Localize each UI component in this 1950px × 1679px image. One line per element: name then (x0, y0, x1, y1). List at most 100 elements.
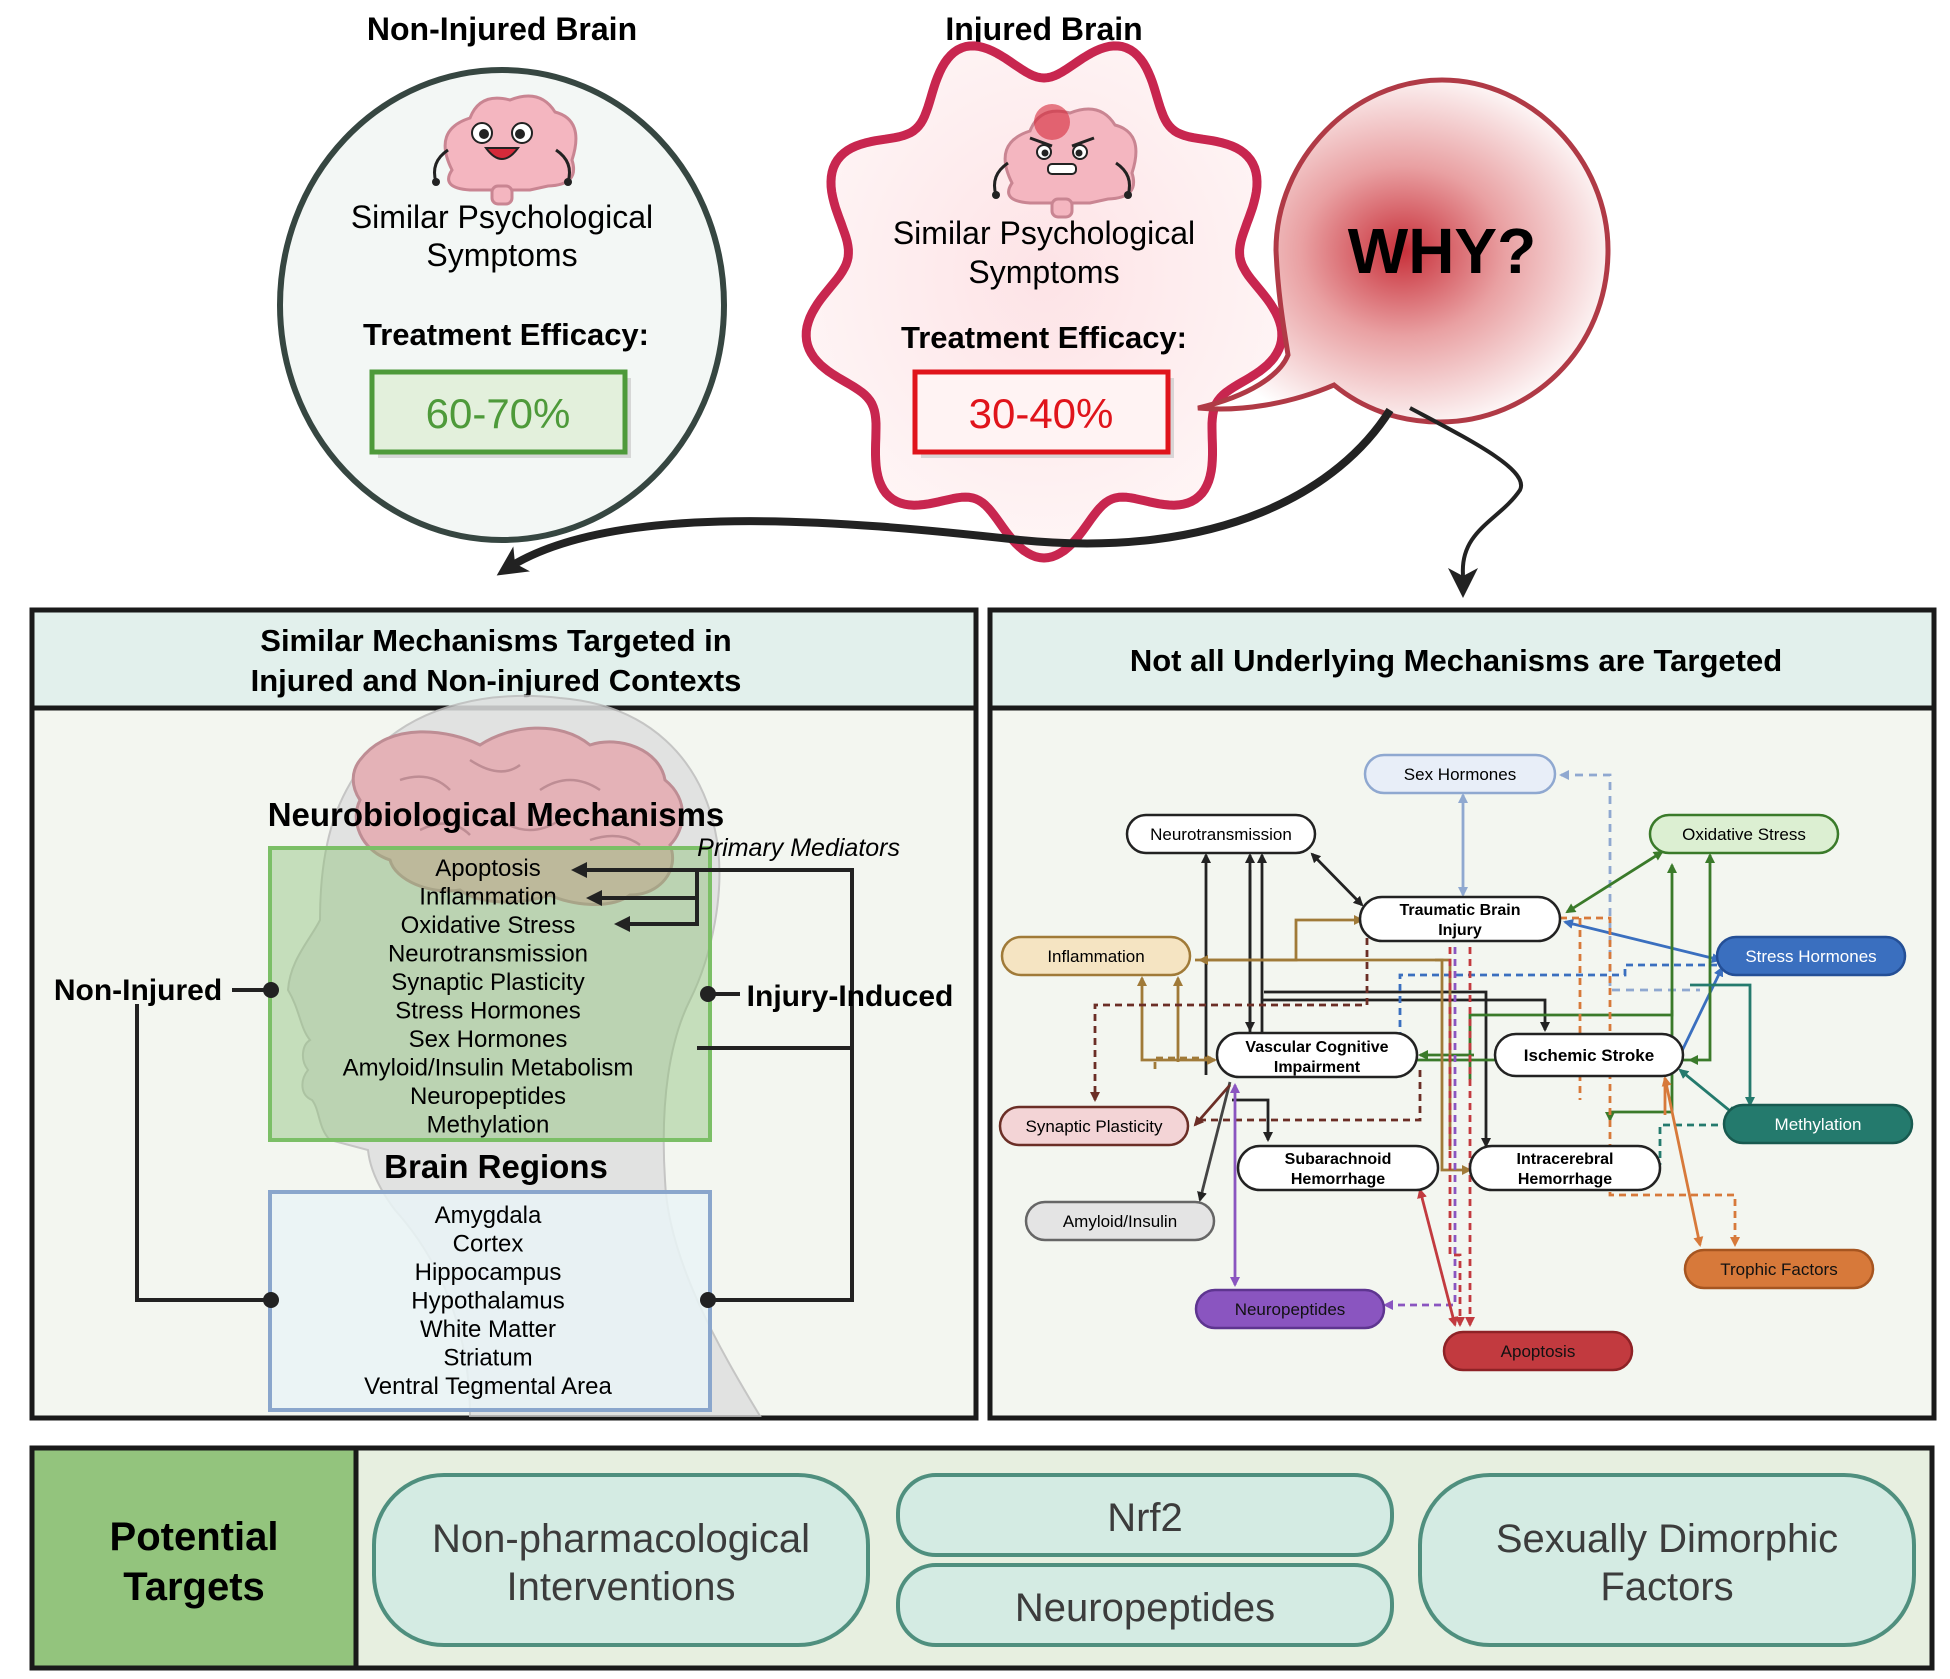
injury-induced-label: Injury-Induced (747, 980, 954, 1013)
arrow-to-similar-mechanisms (496, 407, 1394, 576)
target-nrf2 (896, 1473, 1394, 1557)
primary-mediator-arrows (571, 862, 854, 1050)
node-methylation: Methylation (1722, 1103, 1914, 1145)
why-speech-bubble: WHY? (1197, 77, 1611, 425)
primary-mediators-label: Primary Mediators (697, 834, 900, 862)
node-label: Amyloid/Insulin (1063, 1212, 1177, 1231)
potential-targets-section: Potential Targets Non-pharmacological In… (29, 1445, 1935, 1671)
region-item: White Matter (420, 1316, 556, 1343)
left-header-line1: Similar Mechanisms Targeted in (260, 623, 731, 658)
mechanism-item: Neurotransmission (388, 941, 588, 968)
target-nrf2-label: Nrf2 (1107, 1496, 1183, 1540)
non-injured-section: Non-Injured Brain Similar Psychological … (277, 11, 727, 543)
injured-efficacy-label: Treatment Efficacy: (901, 320, 1187, 355)
injured-symptoms-line2: Symptoms (968, 254, 1119, 290)
node-label: Injury (1438, 922, 1482, 939)
injured-symptoms-line1: Similar Psychological (893, 215, 1195, 251)
injured-efficacy-value: 30-40% (969, 390, 1114, 437)
node-amyloid-insulin: Amyloid/Insulin (1024, 1200, 1216, 1242)
node-label: Sex Hormones (1404, 765, 1516, 784)
node-oxidative-stress: Oxidative Stress (1648, 813, 1840, 855)
region-item: Hippocampus (415, 1259, 562, 1286)
node-label: Hemorrhage (1291, 1171, 1385, 1188)
node-label: Stress Hormones (1745, 947, 1876, 966)
node-sex-hormones: Sex Hormones (1363, 753, 1557, 795)
region-item: Cortex (453, 1231, 524, 1258)
region-item: Striatum (443, 1345, 532, 1372)
target-non-pharmacological-line1: Non-pharmacological (432, 1517, 810, 1561)
node-label: Intracerebral (1517, 1151, 1614, 1168)
mechanism-item: Inflammation (419, 884, 556, 911)
targets-label-line1: Potential (110, 1515, 279, 1559)
targets-label-box (29, 1445, 359, 1671)
regions-title: Brain Regions (384, 1148, 608, 1185)
target-sexually-dimorphic-line1: Sexually Dimorphic (1496, 1517, 1838, 1561)
node-label: Oxidative Stress (1682, 825, 1806, 844)
region-item: Amygdala (435, 1202, 542, 1229)
mechanism-item: Synaptic Plasticity (391, 969, 584, 996)
node-label: Apoptosis (1501, 1342, 1576, 1361)
target-neuropeptides-label: Neuropeptides (1015, 1586, 1275, 1630)
mechanism-item: Neuropeptides (410, 1083, 566, 1110)
node-traumatic-brain-injury: Traumatic Brain Injury (1358, 895, 1562, 943)
injured-title: Injured Brain (945, 11, 1142, 47)
node-synaptic-plasticity: Synaptic Plasticity (998, 1105, 1190, 1147)
node-label: Synaptic Plasticity (1026, 1117, 1163, 1136)
node-ischemic-stroke: Ischemic Stroke (1493, 1032, 1685, 1078)
node-label: Inflammation (1047, 947, 1144, 966)
right-header: Not all Underlying Mechanisms are Target… (1130, 643, 1782, 678)
node-inflammation: Inflammation (1000, 935, 1192, 977)
node-label: Neurotransmission (1150, 825, 1292, 844)
mechanism-item: Methylation (427, 1112, 550, 1139)
node-neuropeptides: Neuropeptides (1194, 1288, 1386, 1330)
non-injured-efficacy-box (369, 369, 628, 455)
why-text: WHY? (1348, 215, 1536, 287)
mechanism-item: Sex Hormones (409, 1026, 568, 1053)
mechanism-item: Stress Hormones (395, 998, 580, 1025)
mechanism-item: Apoptosis (435, 855, 540, 882)
connector-dot (263, 1292, 279, 1308)
network-nodes: Sex Hormones Neurotransmission Oxidative… (998, 753, 1914, 1372)
target-sexually-dimorphic (1418, 1473, 1916, 1647)
node-label: Hemorrhage (1518, 1171, 1612, 1188)
node-label: Ischemic Stroke (1524, 1046, 1654, 1065)
node-stress-hormones: Stress Hormones (1715, 935, 1907, 977)
injured-section: Injured Brain Similar Psychological Symp… (801, 11, 1287, 563)
node-label: Impairment (1274, 1059, 1361, 1076)
node-intracerebral-hemorrhage: Intracerebral Hemorrhage (1468, 1144, 1662, 1192)
left-panel-header (29, 607, 979, 711)
target-non-pharmacological-line2: Interventions (506, 1565, 735, 1609)
non-injured-efficacy-label: Treatment Efficacy: (363, 317, 649, 352)
happy-brain-icon (432, 94, 578, 206)
mechanisms-title: Neurobiological Mechanisms (268, 796, 725, 833)
non-injured-symptoms-line2: Symptoms (426, 237, 577, 273)
non-injured-symptoms-line1: Similar Psychological (351, 199, 653, 235)
regions-box (268, 1190, 712, 1412)
node-label: Vascular Cognitive (1245, 1039, 1388, 1056)
right-panel-header (987, 607, 1937, 711)
connector-dot (700, 1292, 716, 1308)
region-item: Hypothalamus (411, 1288, 564, 1315)
target-neuropeptides (896, 1563, 1394, 1647)
target-sexually-dimorphic-line2: Factors (1600, 1565, 1733, 1609)
right-panel-frame (987, 607, 1937, 1421)
node-label: Subarachnoid (1285, 1151, 1392, 1168)
node-subarachnoid-hemorrhage: Subarachnoid Hemorrhage (1236, 1144, 1440, 1192)
node-neurotransmission: Neurotransmission (1125, 813, 1317, 855)
mechanism-item: Amyloid/Insulin Metabolism (343, 1055, 634, 1082)
node-label: Trophic Factors (1720, 1260, 1837, 1279)
why-bubble-shape (1197, 77, 1611, 425)
node-vascular-cognitive-impairment: Vascular Cognitive Impairment (1215, 1031, 1419, 1079)
left-panel: Similar Mechanisms Targeted in Injured a… (29, 607, 979, 1421)
non-injured-efficacy-value: 60-70% (426, 390, 571, 437)
node-label: Methylation (1775, 1115, 1862, 1134)
angry-brain-icon (992, 104, 1138, 219)
injured-efficacy-box (912, 369, 1171, 455)
node-label: Traumatic Brain (1400, 902, 1521, 919)
arrow-to-not-all-mechanisms (1409, 406, 1524, 576)
node-label: Neuropeptides (1235, 1300, 1346, 1319)
left-header-line2: Injured and Non-injured Contexts (251, 663, 742, 698)
node-apoptosis: Apoptosis (1442, 1330, 1634, 1372)
